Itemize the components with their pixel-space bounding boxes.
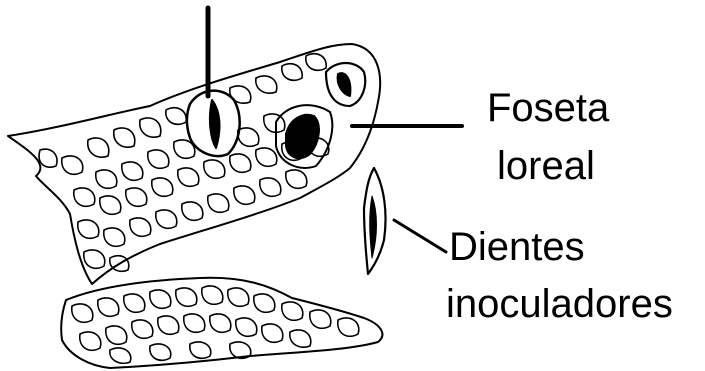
upper-head-outline xyxy=(8,44,380,284)
dientes-label-line1: Dientes xyxy=(449,223,585,271)
dientes-pointer-line xyxy=(394,220,446,252)
dientes-label-line2: inoculadores xyxy=(446,280,673,328)
fangs xyxy=(364,168,386,274)
foseta-label-line2: loreal xyxy=(497,142,595,190)
loreal-pit xyxy=(276,105,332,168)
eye xyxy=(187,91,240,156)
nostril xyxy=(326,63,365,106)
foseta-label-line1: Foseta xyxy=(487,84,609,132)
